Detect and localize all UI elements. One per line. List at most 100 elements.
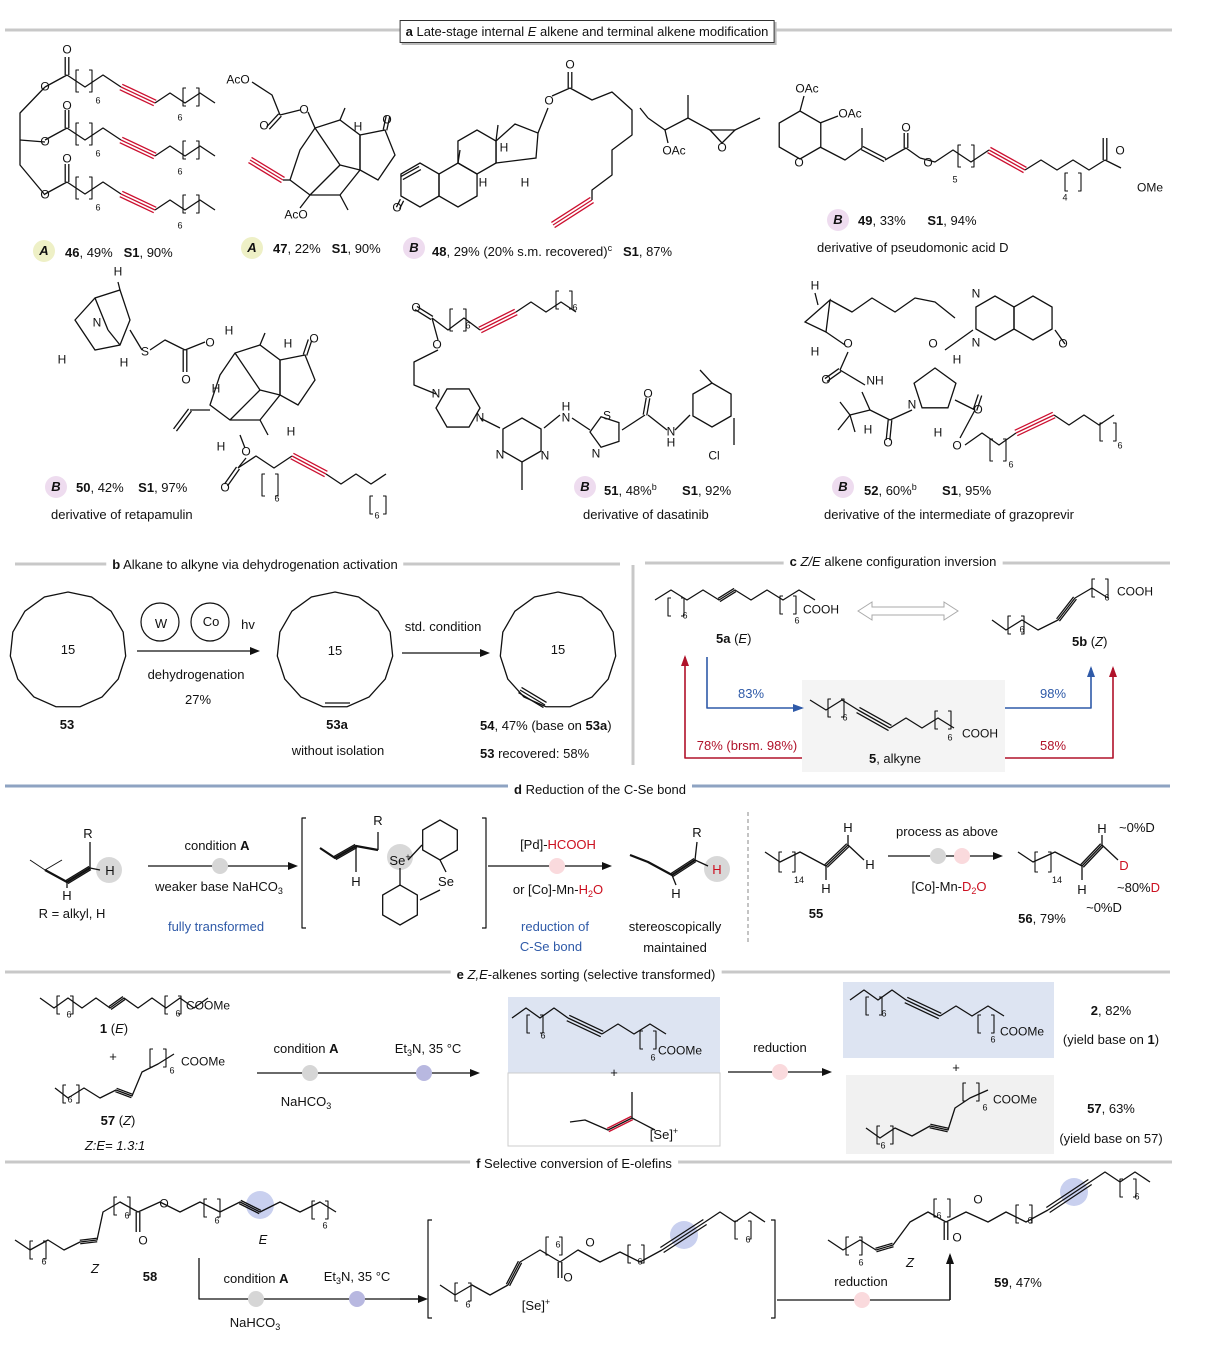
bracket [427, 1219, 432, 1319]
s48-atom-label: H [520, 175, 530, 190]
bond-line [991, 587, 1109, 631]
s49-atom-label: O [717, 140, 727, 155]
yield: ) [607, 718, 612, 733]
repeat-bracket [261, 473, 265, 497]
product-2-note: (yield base on 1) [1063, 1032, 1159, 1047]
yield: , 22% [287, 241, 321, 256]
section-c-header: c Z/E alkene configuration inversion [783, 554, 1003, 569]
deuterium-percent: ~80%D [1117, 880, 1160, 895]
additive-dot [349, 1291, 365, 1307]
bond-line [869, 409, 891, 421]
s46-atom-label: O [62, 98, 72, 113]
bond-line [699, 369, 713, 384]
section-f-atom-label: O [952, 1230, 962, 1245]
compound-53a-label: 53a [326, 717, 348, 732]
bond-line [889, 409, 913, 421]
compound-48-yield: 48, 29% (20% s.m. recovered)c S1, 87% [432, 241, 672, 259]
bond-line [824, 368, 840, 380]
s51-atom-label: H [666, 435, 676, 450]
section-f-atom-label: 6 [555, 1239, 561, 1250]
bond-line [229, 389, 261, 421]
bond-line [479, 311, 517, 331]
yield: , 33% [872, 213, 906, 228]
repeat-bracket [793, 595, 797, 615]
hydrogen-label: H [1097, 821, 1107, 836]
compound-id: 50 [76, 480, 91, 495]
arrow-path [706, 657, 802, 709]
compound-50-yield: 50, 42% S1, 97% [76, 480, 187, 495]
bond-line [122, 83, 157, 101]
bond-line [481, 314, 518, 334]
step2-label: std. condition [404, 619, 482, 634]
bond-line [234, 352, 261, 391]
s50-atom-label: O [309, 331, 319, 346]
e-label: E [258, 1232, 268, 1247]
repeat-bracket [569, 290, 573, 310]
bond-line [44, 74, 68, 88]
condition-dot [302, 1065, 318, 1081]
arrow-head [993, 852, 1003, 860]
selenonium-label: Se+ [389, 850, 410, 868]
compound-52-caption: derivative of the intermediate of grazop… [824, 507, 1075, 522]
bond-line [521, 686, 547, 703]
bond-line [1101, 844, 1119, 861]
s52-atom-label: O [1058, 336, 1068, 351]
bond-line [1015, 414, 1055, 434]
reduction-dot [854, 1292, 870, 1308]
compound-id: 56 [1018, 911, 1033, 926]
bond-line [889, 717, 955, 729]
cobalt-catalyst-label: Co [202, 614, 220, 629]
bond-line [237, 455, 293, 469]
stereo-note: stereoscopically [628, 919, 722, 934]
bond-line [299, 194, 311, 209]
bond-line [629, 853, 696, 877]
section-f-atom-label: O [585, 1235, 595, 1250]
repeat-bracket [75, 122, 79, 146]
structure-48 [395, 72, 633, 229]
repeat-bracket [89, 69, 93, 93]
quinoxaline-ring [975, 295, 1015, 341]
bond-line [571, 417, 591, 431]
bond-line [694, 841, 698, 861]
s50-atom-label: H [283, 336, 293, 351]
bond-line [930, 1123, 949, 1129]
yield: , 29% (20% s.m. recovered) [446, 244, 608, 259]
bond-line [238, 1203, 260, 1215]
section-title: alkene configuration inversion [820, 554, 997, 569]
bond-line [954, 399, 976, 411]
structure-52 [803, 292, 1117, 462]
compound-53-label: 53 [59, 717, 75, 732]
bond-line [608, 1119, 634, 1133]
light-label: hv [241, 617, 255, 632]
bond-line [621, 414, 646, 431]
substituent-r: R [373, 813, 383, 828]
s50-atom-label: H [113, 264, 123, 279]
bond-line [80, 1241, 98, 1245]
bond-line [251, 81, 281, 116]
repeat-bracket [1015, 1204, 1019, 1224]
bond-line [566, 1020, 601, 1038]
yield: , 60% [878, 483, 912, 498]
bond-line [414, 308, 432, 321]
s51-atom-label: N [540, 448, 550, 463]
bond-line [339, 107, 346, 121]
cycloalkene-ring-53a [276, 591, 394, 708]
additive: N, 35 °C [412, 1041, 462, 1056]
repeat-bracket [1021, 615, 1025, 635]
reagent-red: D [962, 879, 972, 894]
repeat-bracket [792, 851, 796, 873]
substituent-r: R [83, 826, 93, 841]
bond-line [268, 115, 282, 130]
arrow-head [946, 1253, 954, 1264]
bond-line [335, 846, 358, 861]
repeat-bracket [196, 87, 200, 107]
footnote-mark: c [607, 243, 613, 253]
compound-50-caption: derivative of retapamulin [51, 507, 193, 522]
subscript: 2 [587, 889, 594, 899]
s49-atom-label: O [794, 155, 804, 170]
bond-line [814, 292, 819, 306]
s52-atom-label: O [883, 435, 893, 450]
cobalt-catalyst-cycle [190, 602, 230, 642]
s50-atom-label: O [205, 335, 215, 350]
section-e-atom-label: 6 [540, 1030, 546, 1041]
